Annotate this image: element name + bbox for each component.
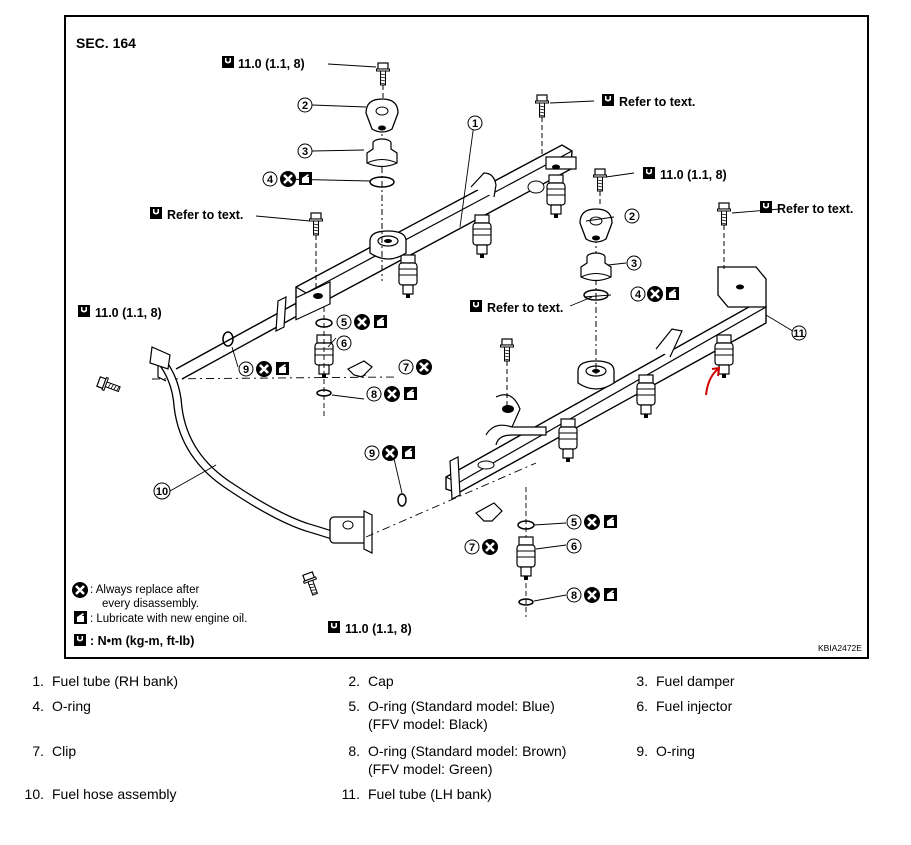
refer-label-3: Refer to text. bbox=[777, 202, 853, 216]
fuel-damper-lh bbox=[580, 252, 612, 282]
part-number: 9. bbox=[636, 743, 648, 759]
legend-replace-2: every disassembly. bbox=[102, 598, 199, 610]
legend-lubricate: : Lubricate with new engine oil. bbox=[90, 613, 247, 625]
injector-rh-3 bbox=[546, 174, 566, 219]
bolt-lh-front bbox=[499, 338, 515, 362]
fuel-damper-rh bbox=[366, 138, 398, 168]
bolt-rh-front bbox=[308, 212, 324, 236]
svg-text:11: 11 bbox=[793, 328, 805, 340]
bolt-rh-cap bbox=[375, 62, 391, 86]
refer-label-4: Refer to text. bbox=[487, 301, 563, 315]
cap-rh bbox=[365, 98, 399, 133]
svg-text:6: 6 bbox=[341, 338, 347, 350]
svg-text:4: 4 bbox=[635, 289, 642, 301]
svg-text:2: 2 bbox=[302, 100, 308, 112]
symbol-legend: : Always replace after every disassembly… bbox=[70, 580, 247, 648]
part-name: Fuel damper bbox=[656, 673, 735, 689]
torque-label-top: 11.0 (1.1, 8) bbox=[238, 57, 305, 71]
o-ring-8-lh bbox=[518, 598, 534, 606]
part-name-line2: (FFV model: Black) bbox=[368, 716, 488, 732]
o-ring-9-rh bbox=[222, 331, 234, 347]
legend-replace: : Always replace after bbox=[90, 584, 199, 596]
part-number: 7. bbox=[32, 743, 44, 759]
diagram-frame: SEC. 164 bbox=[64, 15, 869, 659]
figure-code: KBIA2472E bbox=[818, 643, 862, 653]
bolt-front-left bbox=[95, 374, 123, 396]
refer-label-2: Refer to text. bbox=[167, 208, 243, 222]
part-number: 3. bbox=[636, 673, 648, 689]
part-name: O-ring (Standard model: Blue) bbox=[368, 698, 555, 714]
part-name: O-ring (Standard model: Brown) bbox=[368, 743, 567, 759]
wrench-icon bbox=[74, 634, 86, 646]
svg-text:5: 5 bbox=[341, 317, 347, 329]
injector-lh-2 bbox=[636, 374, 656, 419]
torque-label-lh-cap: 11.0 (1.1, 8) bbox=[660, 168, 727, 182]
bolt-rh-rear bbox=[534, 94, 550, 118]
svg-text:9: 9 bbox=[369, 448, 375, 460]
svg-text:7: 7 bbox=[469, 542, 475, 554]
injector-lh-1 bbox=[558, 418, 578, 463]
clip-7-lh bbox=[475, 502, 503, 522]
svg-text:8: 8 bbox=[371, 389, 377, 401]
bolt-bottom bbox=[300, 570, 322, 598]
part-number: 6. bbox=[636, 698, 648, 714]
torque-label-bottom: 11.0 (1.1, 8) bbox=[345, 622, 412, 636]
fuel-rail-exploded-diagram: SEC. 164 bbox=[70, 35, 862, 653]
svg-text:3: 3 bbox=[631, 258, 637, 270]
legend-torque: : N•m (kg-m, ft-lb) bbox=[90, 634, 194, 648]
bolt-lh-cap bbox=[592, 168, 608, 192]
part-number: 11. bbox=[341, 786, 360, 802]
o-ring-4-rh bbox=[369, 176, 395, 188]
part-number: 2. bbox=[348, 673, 360, 689]
part-number: 1. bbox=[32, 673, 44, 689]
injector-rh-1 bbox=[398, 254, 418, 299]
svg-text:10: 10 bbox=[156, 486, 168, 498]
part-number: 8. bbox=[348, 743, 360, 759]
svg-text:1: 1 bbox=[472, 118, 478, 130]
part-number: 10. bbox=[24, 786, 44, 802]
svg-text:7: 7 bbox=[403, 362, 409, 374]
cap-lh bbox=[579, 208, 613, 243]
part-name: O-ring bbox=[52, 698, 91, 714]
svg-text:5: 5 bbox=[571, 517, 577, 529]
part-number: 4. bbox=[32, 698, 44, 714]
part-name: O-ring bbox=[656, 743, 695, 759]
svg-text:8: 8 bbox=[571, 590, 577, 602]
part-name: Fuel tube (LH bank) bbox=[368, 786, 492, 802]
bolt-lh-rear bbox=[716, 202, 732, 226]
fuel-injector-6-lh bbox=[516, 536, 536, 581]
part-name: Fuel tube (RH bank) bbox=[52, 673, 179, 689]
part-number: 5. bbox=[348, 698, 360, 714]
part-name-line2: (FFV model: Green) bbox=[368, 761, 493, 777]
svg-text:9: 9 bbox=[243, 364, 249, 376]
svg-text:2: 2 bbox=[629, 211, 635, 223]
part-name: Cap bbox=[368, 673, 394, 689]
clip-7-rh bbox=[346, 360, 373, 378]
part-name: Fuel hose assembly bbox=[52, 786, 177, 802]
replace-icon bbox=[70, 580, 90, 600]
damper-boss-rh bbox=[369, 230, 407, 260]
section-label: SEC. 164 bbox=[76, 35, 136, 51]
torque-label-left: 11.0 (1.1, 8) bbox=[95, 306, 162, 320]
fuel-tube-lh-bank bbox=[445, 266, 767, 500]
svg-text:6: 6 bbox=[571, 541, 577, 553]
svg-text:3: 3 bbox=[302, 146, 308, 158]
part-name: Fuel injector bbox=[656, 698, 733, 714]
fuel-tube-rh-bank bbox=[157, 144, 577, 382]
callouts: 11.0 (1.1, 8) 1 2 3 4 Refer to text. 11.… bbox=[78, 56, 853, 636]
injector-rh-2 bbox=[472, 214, 492, 259]
fuel-hose-assembly bbox=[149, 346, 373, 554]
red-arrow-annotation bbox=[705, 366, 721, 396]
o-ring-9-lh bbox=[397, 493, 407, 507]
svg-text:4: 4 bbox=[267, 174, 274, 186]
part-name: Clip bbox=[52, 743, 77, 759]
oil-can-icon bbox=[74, 611, 87, 624]
refer-label-1: Refer to text. bbox=[619, 95, 695, 109]
